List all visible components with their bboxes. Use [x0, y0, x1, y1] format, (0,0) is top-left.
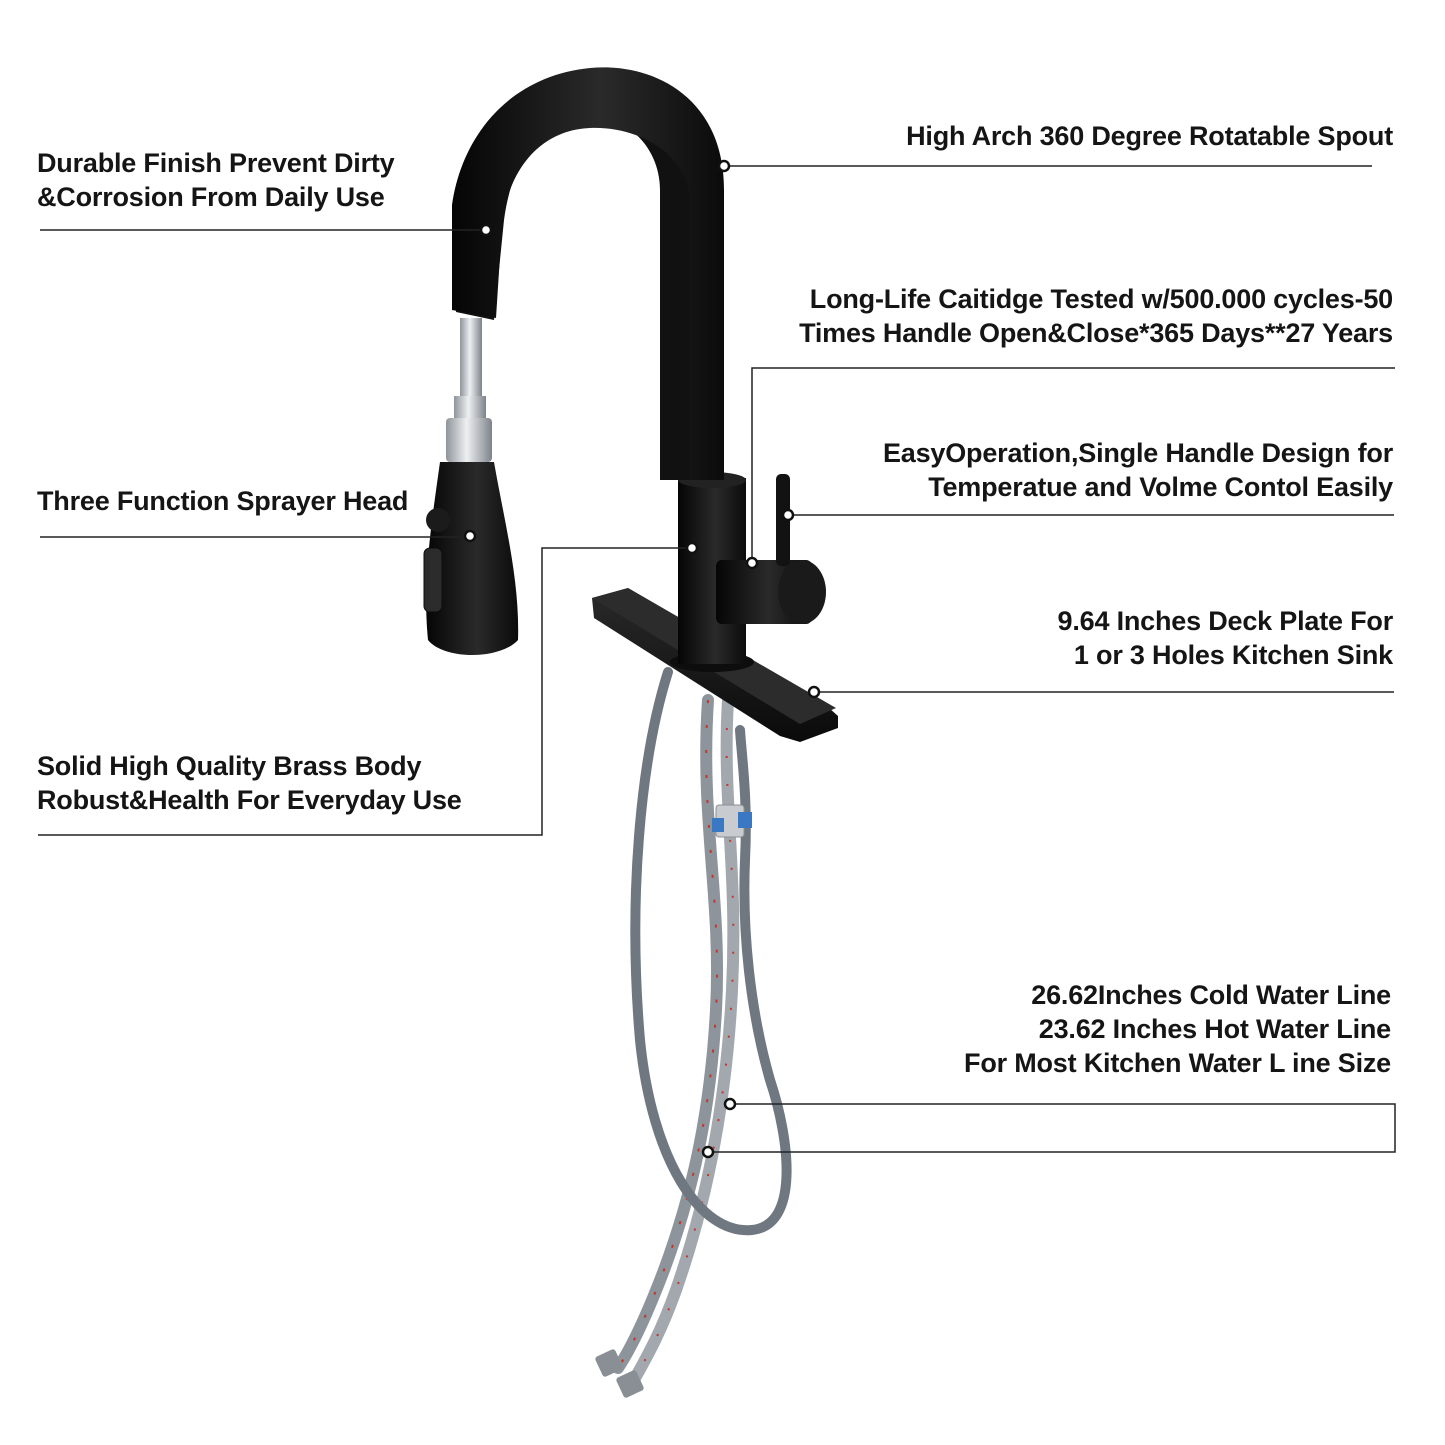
brass-body-line-1: Solid High Quality Brass Body [37, 751, 422, 781]
spout-label: High Arch 360 Degree Rotatable Spout [906, 119, 1393, 153]
sprayer-head-label: Three Function Sprayer Head [37, 484, 408, 518]
cartridge-line-1: Long-Life Caitidge Tested w/500.000 cycl… [809, 284, 1393, 314]
cartridge-label: Long-Life Caitidge Tested w/500.000 cycl… [799, 282, 1393, 350]
deck-plate-line-1: 9.64 Inches Deck Plate For [1057, 606, 1394, 636]
spout [452, 67, 724, 481]
water-lines-line-3: For Most Kitchen Water L ine Size [964, 1048, 1391, 1078]
cartridge-line-2: Times Handle Open&Close*365 Days**27 Yea… [799, 318, 1393, 348]
handle-line-1: EasyOperation,Single Handle Design for [882, 438, 1393, 468]
spout-hose-link [446, 318, 492, 462]
hot-water-line [612, 694, 724, 1374]
durable-finish-line-1: Durable Finish Prevent Dirty [37, 148, 395, 178]
durable-finish-label: Durable Finish Prevent Dirty &Corrosion … [37, 146, 395, 214]
callout-dots [463, 159, 821, 1159]
brass-body-label: Solid High Quality Brass Body Robust&Hea… [37, 749, 462, 817]
handle-assembly [716, 474, 826, 624]
brass-body-line-2: Robust&Health For Everyday Use [37, 785, 462, 815]
water-lines-label: 26.62Inches Cold Water Line 23.62 Inches… [964, 978, 1391, 1080]
handle-label: EasyOperation,Single Handle Design for T… [883, 436, 1393, 504]
pull-down-hose [630, 667, 792, 1236]
hose-nuts [595, 1349, 644, 1398]
leader-lines [38, 165, 1396, 1153]
sprayer-head [423, 462, 519, 655]
shutoff-valve [712, 804, 752, 838]
handle-line-2: Temperatue and Volme Contol Easily [928, 472, 1393, 502]
water-lines-line-1: 26.62Inches Cold Water Line [1031, 980, 1391, 1010]
sprayer-head-line-1: Three Function Sprayer Head [37, 486, 409, 516]
spout-line-1: High Arch 360 Degree Rotatable Spout [906, 121, 1393, 151]
deck-plate-label: 9.64 Inches Deck Plate For 1 or 3 Holes … [1057, 604, 1394, 672]
durable-finish-line-2: &Corrosion From Daily Use [37, 182, 385, 212]
deck-plate-line-2: 1 or 3 Holes Kitchen Sink [1073, 640, 1393, 670]
water-lines-line-2: 23.62 Inches Hot Water Line [1038, 1014, 1391, 1044]
